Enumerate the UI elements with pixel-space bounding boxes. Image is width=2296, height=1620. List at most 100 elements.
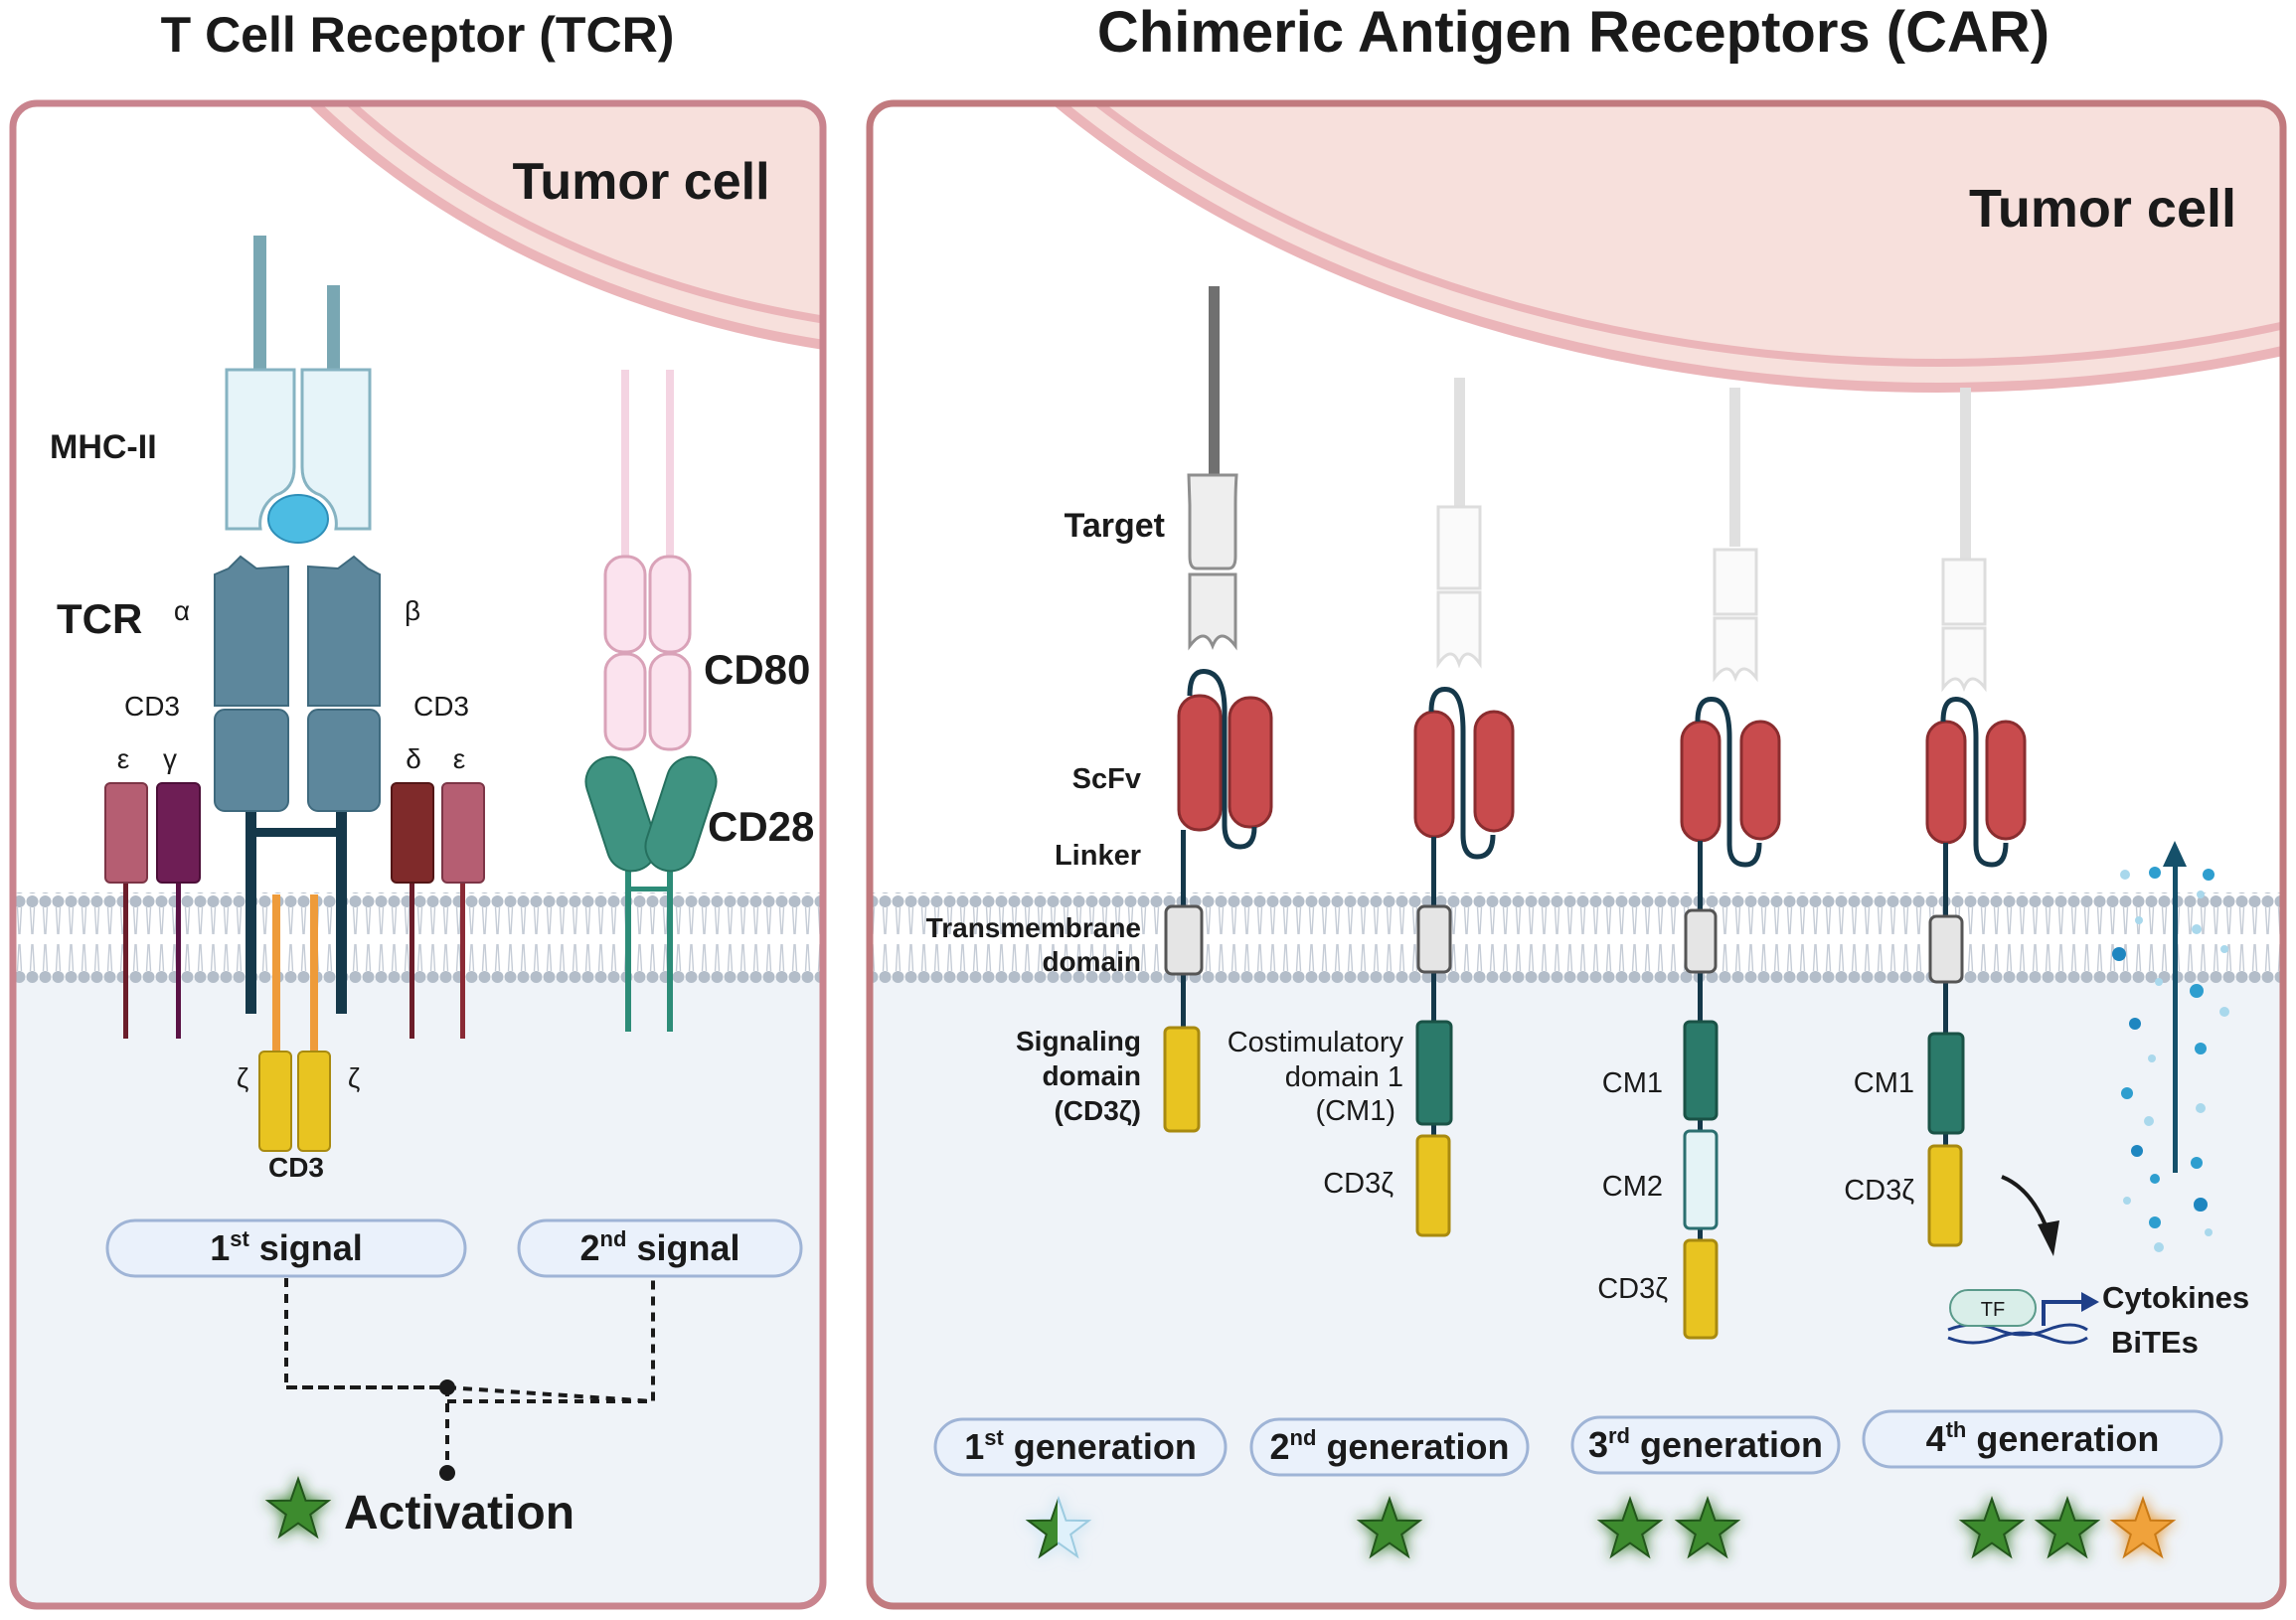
signaling-label-2: domain	[1042, 1060, 1141, 1091]
epsilon-right-label: ε	[453, 743, 465, 774]
cytokine-droplet	[2144, 1116, 2154, 1126]
signaling-label-3: (CD3ζ)	[1054, 1095, 1141, 1126]
cm-label-1: Costimulatory	[1228, 1027, 1404, 1058]
cd3-left-label: CD3	[124, 691, 180, 722]
cytoplasm	[13, 979, 823, 1606]
cd28	[584, 755, 718, 1032]
cytokine-droplet	[2220, 945, 2228, 953]
generation-pill-4: 4th generation	[1862, 1409, 2223, 1469]
secretion-arrow-shaft	[2173, 863, 2178, 1173]
zeta-left-label: ζ	[237, 1062, 248, 1093]
cytokine-droplet	[2197, 891, 2205, 898]
right-panel: Tumor cell Target ScFv Linker Transmembr…	[866, 99, 2287, 1610]
tf-protein	[1949, 1289, 2037, 1327]
cytokine-droplet	[2148, 1054, 2156, 1062]
cytokine-droplet	[2131, 1145, 2143, 1157]
linker-label: Linker	[1055, 840, 1141, 872]
cd3-right-label: CD3	[413, 691, 469, 722]
signaling-label-1: Signaling	[1016, 1026, 1141, 1056]
scfv-label: ScFv	[1072, 763, 1141, 795]
cytokine-droplet	[2150, 1174, 2160, 1184]
rating-star-icon	[2034, 1495, 2101, 1559]
tf-label: TF	[1981, 1299, 2005, 1321]
cytokine-droplet	[2194, 1198, 2208, 1212]
rating-star-icon	[2109, 1495, 2177, 1559]
rating-star-icon	[1958, 1495, 2026, 1559]
secretion	[2112, 841, 2229, 1252]
curved-arrow-head-icon	[2038, 1220, 2059, 1256]
cd28-label: CD28	[708, 803, 814, 850]
cd3-zeta-chains	[258, 894, 331, 1152]
car-gen4	[1925, 388, 2027, 1247]
generation-pill-2: 2nd generation	[1249, 1417, 1530, 1477]
cytokine-droplet	[2135, 916, 2143, 924]
target-label: Target	[1065, 507, 1165, 545]
cytokine-droplet	[2120, 870, 2130, 880]
tumor-cell-right-label: Tumor cell	[1969, 179, 2236, 239]
rating-star-icon	[1674, 1495, 1741, 1559]
cytokine-droplet	[2205, 1228, 2213, 1236]
tcr-dimer	[214, 555, 381, 1014]
cytokine-droplet	[2112, 947, 2126, 961]
left-panel-title: T Cell Receptor (TCR)	[161, 7, 675, 63]
tm-label-2: domain	[1042, 946, 1141, 977]
activation-star-icon	[264, 1475, 332, 1539]
tumor-cell-label: Tumor cell	[512, 153, 769, 211]
mhc-ii-label: MHC-II	[50, 428, 157, 466]
car-gen3	[1680, 388, 1781, 1340]
activation-label: Activation	[344, 1487, 574, 1539]
cd80-label: CD80	[704, 646, 810, 693]
tcr-label: TCR	[57, 595, 142, 642]
cytokine-droplets	[2112, 867, 2229, 1252]
cd80	[603, 370, 692, 751]
promoter-arrow-icon	[2042, 1300, 2085, 1326]
cytokine-droplet	[2190, 984, 2204, 998]
generation-label: 1st generation	[964, 1425, 1197, 1467]
cytokine-droplet	[2121, 1087, 2133, 1099]
cytokine-droplet	[2149, 1216, 2161, 1228]
alpha-label: α	[174, 595, 190, 626]
gen3-cm2-label: CM2	[1602, 1171, 1663, 1203]
half-star-icon	[1025, 1498, 1058, 1559]
cd3-delta-epsilon	[391, 782, 485, 1039]
gen4-cm1-label: CM1	[1854, 1067, 1914, 1099]
cytokine-droplet	[2195, 1043, 2207, 1054]
generation-pill-3: 3rd generation	[1570, 1415, 1841, 1475]
membrane-bilayer	[13, 892, 823, 984]
generation-pills: 1st generation 2nd generation 3rd generati…	[933, 1409, 2223, 1559]
signal-2-label: 2nd signal	[580, 1226, 740, 1268]
cytokine-droplet	[2196, 1103, 2206, 1113]
gen3-cd3z-label: CD3ζ	[1597, 1273, 1668, 1305]
cd3-epsilon-gamma	[104, 782, 201, 1039]
rating-star-icon	[1356, 1495, 1423, 1559]
car-gen2	[1413, 378, 1515, 1237]
generation-label: 3rd generation	[1588, 1423, 1823, 1465]
cd3-bottom-label: CD3	[268, 1152, 324, 1183]
cytokine-droplet	[2203, 869, 2214, 881]
rating-star-icon	[1596, 1495, 1664, 1559]
cytokine-droplet	[2154, 1242, 2164, 1252]
gamma-label: γ	[163, 743, 177, 774]
cytokine-droplet	[2192, 924, 2202, 934]
secretion-arrowhead-icon	[2163, 841, 2187, 867]
generation-label: 2nd generation	[1270, 1425, 1510, 1467]
generation-pill-1: 1st generation	[933, 1417, 1228, 1477]
cm-label-2: domain 1	[1285, 1061, 1403, 1093]
cytokine-droplet	[2129, 1018, 2141, 1030]
curved-arrow-icon	[2001, 1175, 2050, 1231]
cytokines-label: Cytokines	[2102, 1280, 2249, 1315]
transcription-factor: TF	[1947, 1289, 2099, 1345]
gen2-cd3z-label: CD3ζ	[1323, 1168, 1394, 1200]
membrane-bilayer-right	[870, 892, 2283, 984]
car-gen1	[1163, 286, 1273, 1133]
tm-label-1: Transmembrane	[926, 912, 1141, 943]
cytoplasm-right	[870, 979, 2283, 1606]
right-panel-title: Chimeric Antigen Receptors (CAR)	[1097, 0, 2050, 65]
promoter-arrowhead-icon	[2081, 1292, 2099, 1312]
signal-1-pill: 1st signal	[105, 1218, 467, 1278]
cm-label-3: (CM1)	[1315, 1095, 1395, 1127]
left-panel-frame	[9, 99, 827, 1610]
zeta-right-label: ζ	[348, 1062, 360, 1093]
bites-label: BiTEs	[2111, 1325, 2199, 1360]
